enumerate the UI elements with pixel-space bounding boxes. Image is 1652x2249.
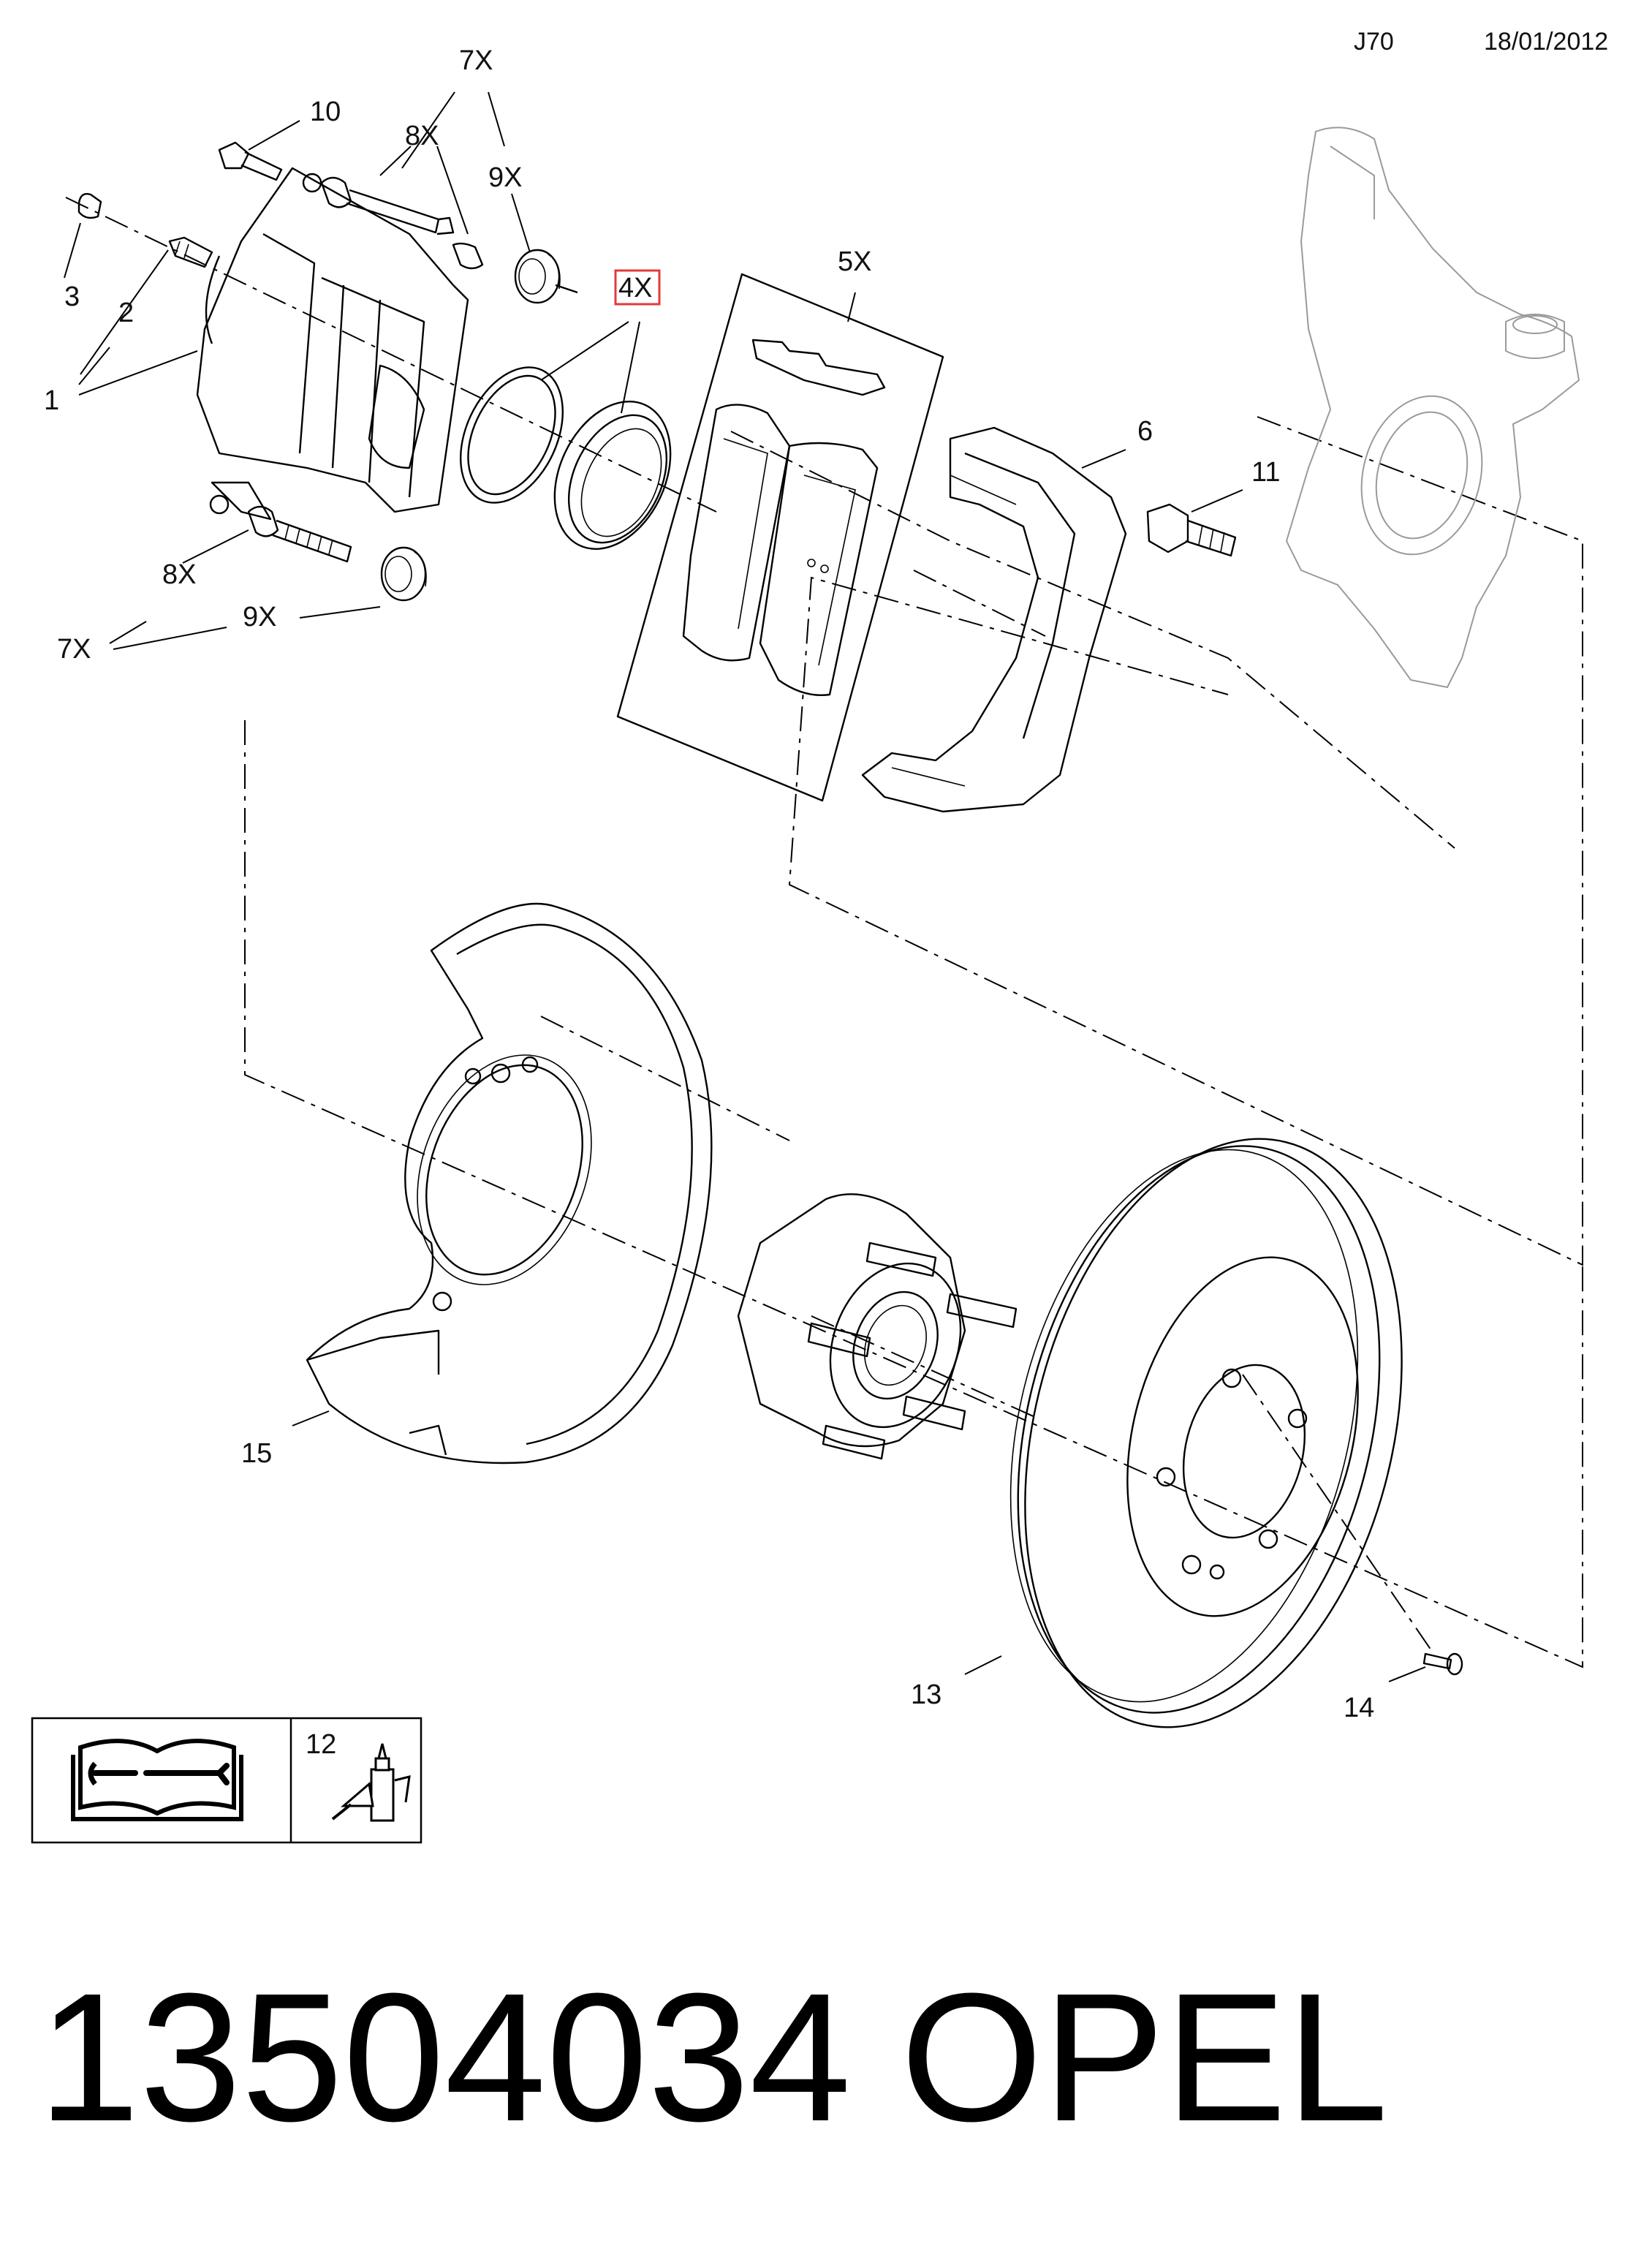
- callout-13: 13: [911, 1679, 941, 1710]
- bracket-bolt: [1146, 503, 1237, 557]
- brake-caliper: [196, 167, 469, 521]
- assembly-axis-lines: [65, 197, 1583, 1668]
- callout-7x-bottom: 7X: [57, 634, 91, 665]
- guide-pin-upper: [320, 176, 484, 270]
- callout-5x: 5X: [838, 246, 871, 277]
- callout-7x-top: 7X: [459, 45, 493, 76]
- thread-locker-bottle-icon: [331, 1743, 411, 1822]
- callout-1: 1: [44, 385, 59, 416]
- callout-12: 12: [306, 1729, 336, 1760]
- callout-14: 14: [1344, 1693, 1374, 1723]
- caliper-bracket: [861, 426, 1127, 813]
- callout-8x-top: 8X: [405, 121, 439, 151]
- leader-lines: [64, 91, 1426, 1682]
- legend-box: 12: [31, 1717, 423, 1844]
- guide-pin-lower: [247, 505, 352, 563]
- steering-knuckle: [1285, 126, 1580, 689]
- brake-disc: [1009, 1138, 1403, 1728]
- header-date: 18/01/2012: [1484, 28, 1608, 56]
- callout-4x: 4X: [618, 273, 652, 303]
- header-code: J70: [1354, 28, 1394, 56]
- guide-boot-upper: [514, 249, 578, 304]
- piston-seal: [459, 366, 564, 504]
- callout-3: 3: [64, 281, 80, 312]
- disc-retaining-screw: [1422, 1652, 1463, 1676]
- callout-11: 11: [1251, 457, 1280, 488]
- callout-10: 10: [310, 97, 341, 127]
- guide-boot-lower: [380, 546, 427, 602]
- callout-9x-top: 9X: [488, 162, 522, 193]
- part-number: 13504034: [38, 1955, 851, 2159]
- bleeder-screw: [168, 236, 213, 268]
- wheel-hub: [737, 1193, 1018, 1460]
- dust-cap: [77, 193, 102, 219]
- highlight-box-4x: [614, 269, 661, 306]
- splash-shield: [306, 902, 713, 1464]
- callout-8x-bottom: 8X: [162, 559, 196, 590]
- caliper-bolt: [218, 141, 283, 181]
- brand-name: OPEL: [901, 1955, 1388, 2159]
- callout-9x-bottom: 9X: [243, 602, 276, 632]
- callout-2: 2: [118, 298, 134, 328]
- brake-pad-kit: [616, 273, 944, 802]
- callout-15: 15: [241, 1438, 272, 1469]
- repair-manual-icon: [71, 1739, 243, 1821]
- callout-6: 6: [1137, 416, 1153, 447]
- piston-dust-boot: [553, 401, 672, 550]
